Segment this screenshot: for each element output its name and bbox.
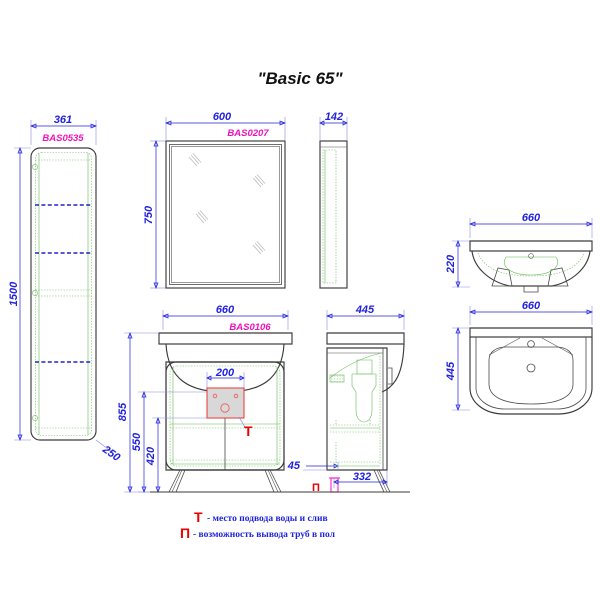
- marker-floor-pipe-outlet: П: [312, 482, 320, 494]
- legend-symbol-pipe: П: [180, 525, 190, 541]
- dim-vanity-body-height: 550: [131, 432, 143, 451]
- dim-basin-plan-width: 660: [522, 300, 541, 312]
- vanity-side-legs: [373, 469, 391, 493]
- legend: Т - место подвода воды и слив П - возмож…: [180, 509, 336, 541]
- dimension-tall-depth: 250: [95, 439, 123, 464]
- dimension-basin-plan-depth: 445: [445, 327, 470, 411]
- dimension-vanity-total-height: 855: [117, 332, 166, 493]
- marker-water-supply-vanity: Т: [244, 423, 253, 439]
- dim-vanity-total-height: 855: [117, 402, 129, 421]
- dim-plumbing-width: 200: [215, 367, 235, 379]
- dimension-vanity-body-height: 550: [131, 391, 207, 493]
- washbasin-plan-view: 660 445: [445, 300, 593, 415]
- dimension-mirror-height: 750: [143, 140, 166, 289]
- dimension-mirror-depth: 142: [319, 111, 348, 140]
- washbasin-front-view: 660 220: [445, 212, 593, 293]
- dimension-basin-plan-width: 660: [469, 300, 593, 325]
- dimension-mirror-width: 600: [165, 111, 286, 140]
- dim-tall-depth: 250: [99, 443, 122, 464]
- dimension-vanity-door-height: 420: [145, 417, 207, 493]
- plumbing-zone-box: [206, 387, 245, 419]
- dimension-vanity-depth: 445: [326, 304, 405, 330]
- legend-text-water: - место подвода воды и слив: [207, 514, 328, 524]
- dimension-tall-height: 1500: [8, 147, 31, 441]
- dim-tall-height: 1500: [8, 281, 20, 306]
- code-tall-cabinet: BAS0535: [42, 133, 84, 144]
- dimension-pipe-position: 332: [333, 470, 388, 488]
- dim-plinth-offset: 45: [287, 460, 301, 472]
- dimension-plinth-offset: 45: [287, 442, 380, 472]
- dimension-basin-front-width: 660: [469, 212, 593, 238]
- vanity-unit-front-view: 660 BAS0106: [117, 304, 300, 493]
- dim-mirror-width: 600: [213, 111, 232, 123]
- tall-cabinet-front-view: 361 BAS0535 1500: [8, 114, 123, 464]
- mirror-cabinet-front-view: 600 BAS0207 750: [143, 111, 286, 289]
- dimension-basin-front-height: 220: [445, 240, 470, 288]
- dim-basin-plan-depth: 445: [445, 361, 457, 381]
- legend-row-1: П - возможность вывода труб в пол: [180, 525, 336, 541]
- vanity-unit-side-view: 445: [287, 304, 410, 494]
- vanity-legs: [168, 469, 282, 493]
- legend-text-pipe: - возможность вывода труб в пол: [193, 529, 336, 540]
- code-mirror-cabinet: BAS0207: [227, 128, 269, 139]
- page-title: "Basic 65": [257, 69, 343, 88]
- code-vanity: BAS0106: [229, 322, 271, 333]
- dim-basin-front-width: 660: [522, 212, 541, 224]
- dim-vanity-depth: 445: [355, 304, 375, 316]
- dim-mirror-height: 750: [143, 205, 155, 224]
- dimension-plumbing-zone: 200: [206, 367, 245, 388]
- dim-tall-width: 361: [54, 114, 72, 126]
- legend-symbol-water: Т: [194, 509, 203, 525]
- dim-vanity-door-height: 420: [145, 446, 157, 466]
- dim-mirror-depth: 142: [325, 111, 343, 123]
- mirror-cabinet-side-view: 142: [319, 111, 348, 289]
- dim-vanity-width: 660: [216, 304, 235, 316]
- mirror-glint-group: [188, 153, 266, 255]
- dimension-tall-width: 361: [30, 114, 97, 145]
- siphon-drawing: [329, 352, 383, 465]
- dim-basin-front-height: 220: [445, 254, 457, 274]
- dim-pipe-position: 332: [353, 471, 371, 483]
- legend-row-0: Т - место подвода воды и слив: [194, 509, 328, 525]
- dimension-vanity-width: 660: [162, 304, 289, 330]
